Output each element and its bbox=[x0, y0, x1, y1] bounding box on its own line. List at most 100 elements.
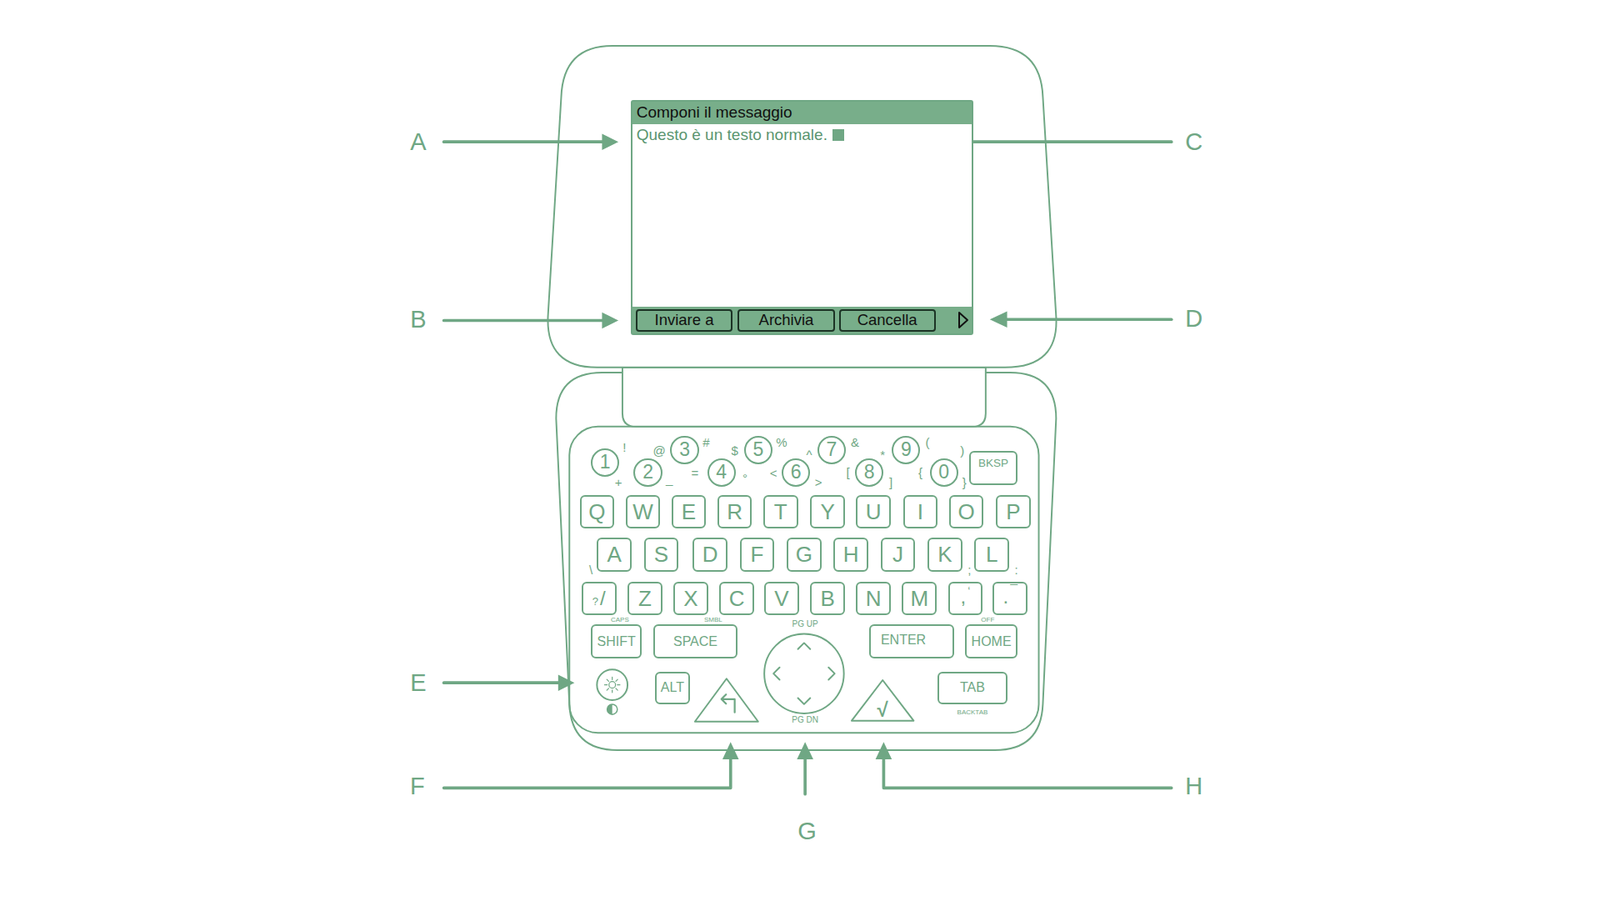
arrowhead bbox=[796, 741, 814, 760]
number-key: 0 bbox=[930, 458, 959, 487]
letter-key: F bbox=[740, 537, 775, 571]
key-symbol: # bbox=[702, 435, 710, 449]
message-text: Questo è un testo normale. bbox=[636, 125, 828, 144]
key-legend: S bbox=[654, 542, 669, 567]
leader-line bbox=[803, 757, 807, 795]
number-key: 1 bbox=[590, 448, 620, 477]
letter-key: N bbox=[855, 581, 891, 615]
number-key: 5 bbox=[744, 435, 773, 465]
letter-key: W bbox=[625, 495, 661, 529]
home-key: HOME bbox=[965, 624, 1017, 658]
key-legend: √ bbox=[877, 700, 889, 720]
letter-key: E bbox=[671, 495, 707, 529]
letter-key: K bbox=[927, 537, 963, 571]
key-symbol: < bbox=[770, 465, 778, 479]
key-symbol: ^ bbox=[805, 447, 812, 460]
key-function-label: BACKTAB bbox=[957, 709, 989, 716]
key-legend: BKSP bbox=[978, 457, 1009, 470]
letter-key: B bbox=[810, 581, 845, 615]
key-symbol: $ bbox=[730, 444, 738, 457]
number-key: 6 bbox=[781, 458, 810, 487]
leader-line bbox=[444, 757, 731, 789]
key-legend: Z bbox=[638, 586, 652, 611]
leader-line bbox=[883, 757, 1171, 789]
key-legend: ‘ bbox=[967, 585, 970, 598]
key-legend: J bbox=[892, 542, 904, 567]
key-symbol: : bbox=[1014, 563, 1018, 576]
key-symbol: = bbox=[690, 465, 699, 479]
key-legend: 2 bbox=[642, 462, 654, 482]
letter-key: Q bbox=[580, 495, 615, 529]
key-legend: HOME bbox=[971, 634, 1012, 650]
key-legend: I bbox=[917, 500, 924, 525]
enter-key: ENTER bbox=[869, 624, 955, 658]
symbol-key: .¯ bbox=[992, 581, 1028, 615]
direction-pad bbox=[764, 633, 845, 714]
contrast-icon bbox=[607, 704, 618, 715]
backspace-key: BKSP bbox=[969, 450, 1018, 485]
tab-key: TAB bbox=[937, 671, 1007, 705]
key-function-label: PG DN bbox=[791, 715, 819, 725]
key-symbol: & bbox=[850, 435, 860, 449]
key-legend: G bbox=[795, 542, 813, 567]
back-icon bbox=[721, 694, 735, 712]
callout-letter: D bbox=[1185, 306, 1203, 331]
letter-key: C bbox=[719, 581, 755, 615]
arrowhead bbox=[601, 133, 619, 150]
key-legend: P bbox=[1005, 500, 1020, 525]
key-symbol: _ bbox=[665, 472, 673, 485]
key-symbol: @ bbox=[652, 444, 665, 457]
more-arrow bbox=[957, 306, 970, 334]
back-button bbox=[695, 678, 759, 721]
number-key: 8 bbox=[855, 458, 884, 487]
title-bar: Componi il messaggio bbox=[632, 101, 972, 125]
confirm-button: √ bbox=[850, 678, 915, 723]
key-legend: U bbox=[865, 500, 882, 525]
pad-arrows bbox=[773, 642, 835, 704]
key-legend: V bbox=[774, 586, 789, 611]
key-legend: ENTER bbox=[880, 632, 926, 648]
arrowhead bbox=[558, 674, 575, 691]
letter-key: H bbox=[833, 537, 869, 571]
letter-key: L bbox=[974, 537, 1010, 571]
key-symbol: ; bbox=[967, 563, 971, 576]
key-legend: 3 bbox=[679, 440, 690, 460]
softkey-button: Inviare a bbox=[635, 309, 733, 332]
key-symbol: + bbox=[615, 475, 623, 488]
triangle-shape bbox=[851, 680, 914, 721]
shift-key: SHIFT bbox=[590, 624, 642, 658]
number-key: 7 bbox=[817, 435, 846, 465]
letter-key: T bbox=[763, 495, 799, 529]
key-legend: SPACE bbox=[673, 634, 718, 650]
callout-letter: E bbox=[410, 670, 426, 695]
key-legend: 5 bbox=[752, 440, 764, 460]
callout-letter: H bbox=[1185, 773, 1203, 798]
callout-letter: B bbox=[410, 307, 426, 332]
letter-key: M bbox=[901, 581, 937, 615]
key-symbol: > bbox=[815, 475, 823, 488]
letter-key: P bbox=[995, 495, 1031, 529]
contrast-fill bbox=[607, 704, 613, 715]
key-symbol: } bbox=[962, 475, 967, 488]
key-symbol: ] bbox=[889, 475, 893, 488]
key-function-label: PG UP bbox=[792, 620, 819, 629]
key-symbol: * bbox=[880, 447, 885, 460]
key-legend: 6 bbox=[790, 462, 802, 482]
key-symbol: ! bbox=[622, 440, 626, 454]
key-symbol: ) bbox=[960, 444, 965, 457]
key-legend: L bbox=[985, 542, 998, 567]
symbol-key: ?/ bbox=[581, 581, 617, 615]
callout-letter: C bbox=[1185, 130, 1203, 155]
letter-key: O bbox=[949, 495, 985, 529]
key-legend: M bbox=[910, 586, 929, 611]
key-legend: N bbox=[865, 586, 882, 611]
lid-housing bbox=[547, 45, 1056, 368]
key-legend: 9 bbox=[900, 440, 912, 460]
letter-key: X bbox=[673, 581, 709, 615]
key-legend: Q bbox=[588, 500, 605, 525]
key-legend: Archivia bbox=[759, 312, 815, 329]
key-legend: SHIFT bbox=[596, 634, 635, 650]
key-legend: , bbox=[960, 585, 966, 608]
